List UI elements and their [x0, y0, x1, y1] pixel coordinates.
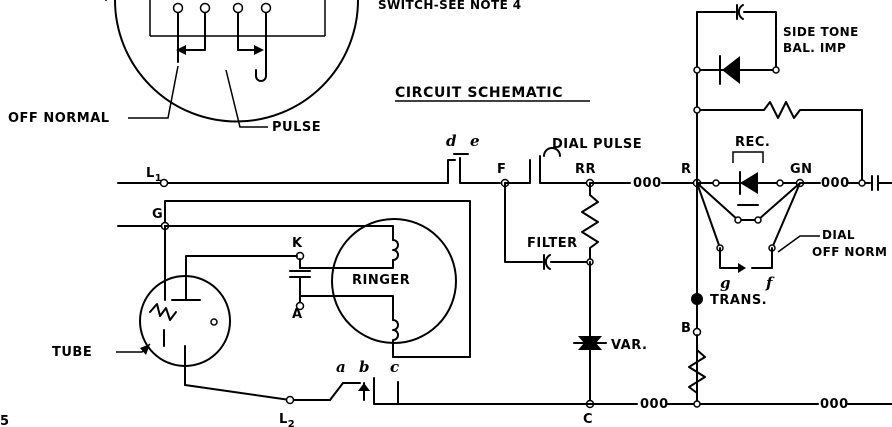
contact-a: a	[336, 358, 346, 376]
tube-label: TUBE	[52, 345, 92, 360]
dial-pulse-label: DIAL PULSE	[552, 137, 642, 152]
terminal-r: R	[681, 162, 692, 177]
switch-detail	[105, 0, 359, 123]
terminal-f: F	[497, 162, 506, 177]
rec-label: REC.	[735, 135, 770, 150]
terminal-g: G	[152, 207, 163, 222]
contact-c: c	[390, 358, 399, 376]
contact-e: e	[470, 132, 480, 150]
switch-detail-outline	[114, 0, 359, 123]
terminal-k: K	[292, 236, 303, 251]
rr-resistor	[581, 182, 599, 263]
g-line	[164, 200, 471, 358]
contact-b: b	[359, 358, 370, 376]
contact-d: d	[446, 132, 457, 150]
side-tone-diode	[722, 56, 740, 84]
off-norm-label: OFF NORM	[812, 245, 887, 259]
terminal-b: B	[681, 321, 691, 336]
b-resistor	[688, 334, 706, 405]
pulse-label: PULSE	[272, 120, 321, 135]
terminal-rr: RR	[575, 162, 596, 177]
inductor-bottom-right: 000	[820, 397, 849, 412]
switch-note: SWITCH-SEE NOTE 4	[378, 0, 522, 12]
figure-number: 5	[0, 414, 10, 427]
inductor-l1: 000	[633, 176, 662, 191]
contact-g: g	[720, 274, 731, 292]
l2-terminal: L2	[279, 412, 295, 427]
l1-terminal: L1	[146, 166, 162, 184]
terminal-gn: GN	[790, 162, 813, 177]
var-label: VAR.	[611, 338, 647, 353]
off-normal-label: OFF NORMAL	[8, 111, 110, 126]
side-tone-label-1: SIDE TONE	[783, 25, 859, 39]
dial-label: DIAL	[822, 228, 855, 242]
off-normal-leader	[128, 65, 179, 119]
transmitter	[691, 293, 703, 305]
receiver	[740, 172, 758, 194]
inductor-gn: 000	[821, 176, 850, 191]
contact-f: f	[765, 274, 775, 292]
terminal-c: C	[583, 412, 593, 427]
side-tone-label-2: BAL. IMP	[783, 41, 846, 55]
inductor-bottom-mid: 000	[640, 397, 669, 412]
ringer-label: RINGER	[352, 273, 410, 288]
trans-label: TRANS.	[710, 293, 767, 308]
filter-label: FILTER	[527, 236, 578, 251]
pulse-leader	[225, 69, 268, 128]
schematic-title: CIRCUIT SCHEMATIC	[395, 85, 563, 101]
terminal-a: A	[292, 307, 303, 322]
